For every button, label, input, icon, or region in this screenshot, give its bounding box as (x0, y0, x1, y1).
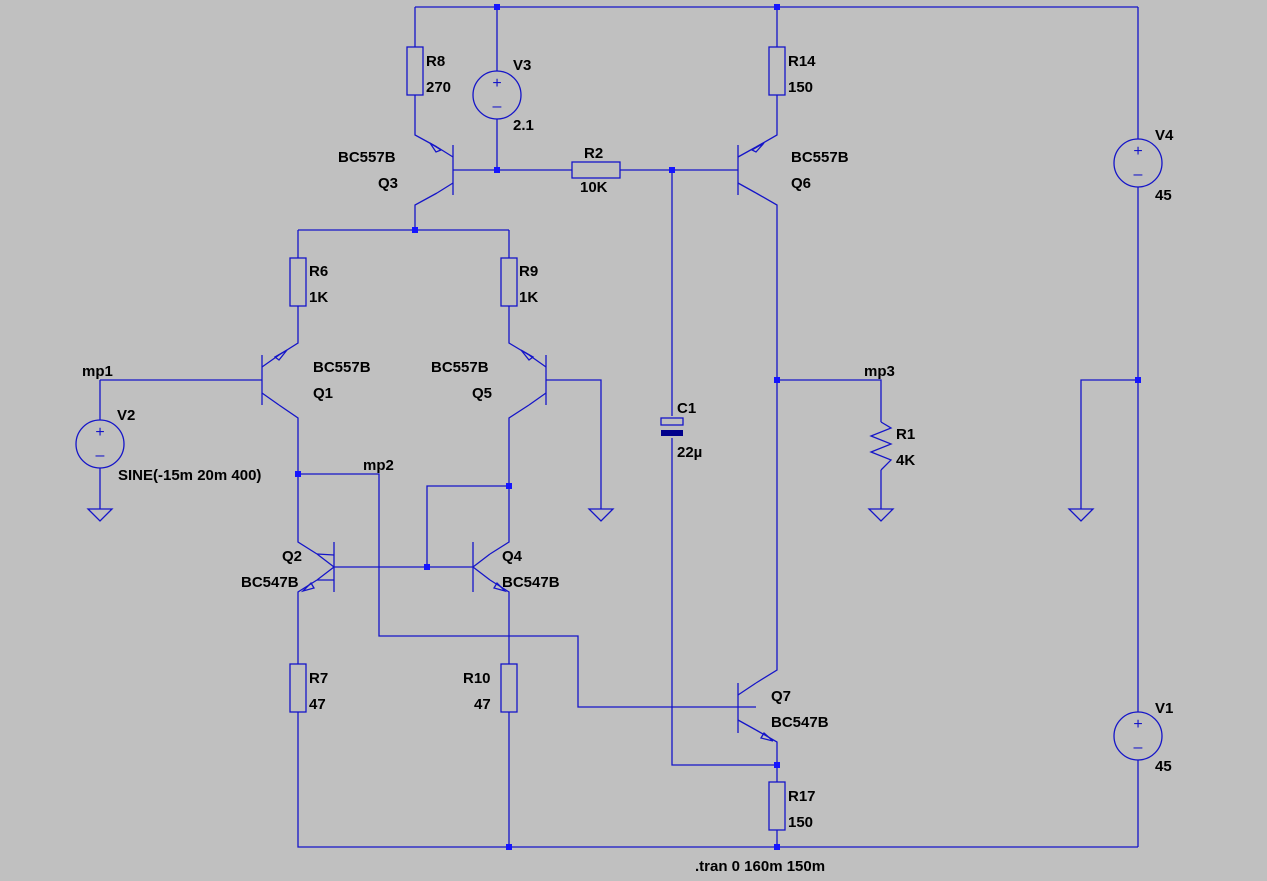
r9-ref: R9 (519, 263, 538, 280)
c1-capacitor[interactable] (660, 417, 684, 436)
q4-ref: Q4 (502, 548, 523, 565)
net-mp3: mp3 (864, 363, 895, 380)
svg-text:–: – (1134, 739, 1143, 756)
q4-transistor[interactable] (472, 542, 508, 593)
v2-source[interactable]: + – (75, 419, 125, 469)
r7-ref: R7 (309, 670, 328, 687)
q3-model: BC557B (338, 149, 396, 166)
c1-ref: C1 (677, 400, 696, 417)
r8-resistor[interactable] (406, 46, 424, 96)
q2-model: BC547B (241, 574, 299, 591)
r14-value: 150 (788, 79, 813, 96)
net-mp2: mp2 (363, 457, 394, 474)
q2-transistor[interactable] (300, 542, 335, 593)
r1-resistor[interactable] (869, 421, 893, 471)
r14-ref: R14 (788, 53, 816, 70)
v2-value: SINE(-15m 20m 400) (118, 467, 261, 484)
r17-ref: R17 (788, 788, 816, 805)
r2-ref: R2 (584, 145, 603, 162)
r10-resistor[interactable] (500, 663, 518, 713)
labels: R8 270 V3 2.1 R14 150 V4 45 BC557B Q3 R2… (82, 53, 1174, 875)
q7-ref: Q7 (771, 688, 791, 705)
r6-ref: R6 (309, 263, 328, 280)
svg-text:–: – (1134, 166, 1143, 183)
r9-resistor[interactable] (500, 257, 518, 307)
v3-ref: V3 (513, 57, 531, 74)
q1-transistor[interactable] (261, 349, 288, 406)
spice-directive: .tran 0 160m 150m (695, 858, 825, 875)
q4-model: BC547B (502, 574, 560, 591)
v4-value: 45 (1155, 187, 1172, 204)
r10-ref: R10 (463, 670, 491, 687)
net-mp1: mp1 (82, 363, 113, 380)
ground-icon[interactable] (1067, 508, 1095, 522)
q6-transistor[interactable] (737, 142, 765, 195)
q2-ref: Q2 (282, 548, 302, 565)
r10-value: 47 (474, 696, 491, 713)
v1-value: 45 (1155, 758, 1172, 775)
r1-value: 4K (896, 452, 915, 469)
v1-ref: V1 (1155, 700, 1173, 717)
svg-text:+: + (1133, 143, 1142, 160)
v3-value: 2.1 (513, 117, 534, 134)
r9-value: 1K (519, 289, 538, 306)
q6-ref: Q6 (791, 175, 811, 192)
ground-icon[interactable] (86, 508, 114, 522)
wires (99, 6, 1139, 848)
r2-value: 10K (580, 179, 608, 196)
v2-ref: V2 (117, 407, 135, 424)
r14-resistor[interactable] (768, 46, 786, 96)
q1-model: BC557B (313, 359, 371, 376)
junctions (295, 4, 1141, 850)
svg-text:–: – (493, 98, 502, 115)
q3-ref: Q3 (378, 175, 398, 192)
r8-ref: R8 (426, 53, 445, 70)
q7-model: BC547B (771, 714, 829, 731)
v4-source[interactable]: + – (1113, 138, 1163, 188)
svg-text:–: – (96, 447, 105, 464)
c1-value: 22µ (677, 444, 702, 461)
q1-ref: Q1 (313, 385, 333, 402)
q5-model: BC557B (431, 359, 489, 376)
r17-value: 150 (788, 814, 813, 831)
q3-transistor[interactable] (429, 142, 454, 195)
q5-transistor[interactable] (520, 349, 547, 406)
q6-model: BC557B (791, 149, 849, 166)
v3-source[interactable]: + – (472, 70, 522, 120)
q7-transistor[interactable] (737, 682, 774, 742)
r6-value: 1K (309, 289, 328, 306)
r6-resistor[interactable] (289, 257, 307, 307)
r1-ref: R1 (896, 426, 915, 443)
ground-icon[interactable] (587, 508, 615, 522)
r7-value: 47 (309, 696, 326, 713)
v4-ref: V4 (1155, 127, 1174, 144)
svg-text:+: + (1133, 716, 1142, 733)
r2-resistor[interactable] (571, 161, 621, 179)
r8-value: 270 (426, 79, 451, 96)
r17-resistor[interactable] (768, 781, 786, 831)
r7-resistor[interactable] (289, 663, 307, 713)
svg-text:+: + (492, 75, 501, 92)
svg-text:+: + (95, 424, 104, 441)
v1-source[interactable]: + – (1113, 711, 1163, 761)
ground-icon[interactable] (867, 508, 895, 522)
q5-ref: Q5 (472, 385, 492, 402)
